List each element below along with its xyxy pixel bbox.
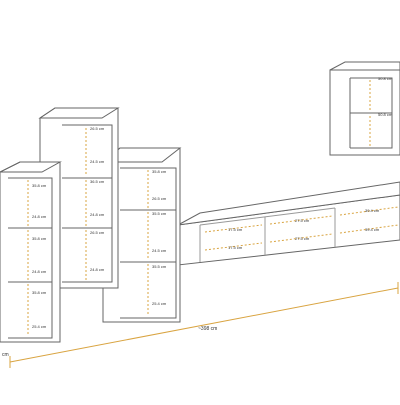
tall-two-label-5: 26.5 cm — [90, 230, 105, 235]
tv-unit-label-4: 17.5 cm — [228, 245, 243, 250]
tall-two-label-2: 24.5 cm — [90, 159, 105, 164]
tall-three-label-6: 25.4 cm — [152, 301, 167, 306]
left-tall-label-1: 35.8 cm — [32, 183, 47, 188]
tv-unit-label-1: 17.5 cm — [228, 227, 243, 232]
tall-two-label-1: 26.5 cm — [90, 126, 105, 131]
left-tall-cabinet — [0, 161, 62, 343]
overall-dimension-line — [9, 282, 399, 368]
tv-unit — [177, 181, 400, 266]
tv-unit-label-6: 39.4 cm — [365, 227, 380, 232]
left-edge-unit-label: cm — [2, 352, 9, 358]
tall-cabinet-three — [101, 147, 182, 323]
left-tall-label-6: 25.4 cm — [32, 324, 47, 329]
left-tall-label-5: 35.8 cm — [32, 290, 47, 295]
left-tall-label-2: 24.8 cm — [32, 214, 47, 219]
tv-unit-label-5: 27.5 cm — [295, 236, 310, 241]
tall-three-label-2: 26.5 cm — [152, 196, 167, 201]
left-tall-label-3: 35.8 cm — [32, 236, 47, 241]
wall-unit-label-1: 50.8 cm — [378, 76, 393, 81]
wall-unit — [329, 61, 400, 156]
tall-three-label-5: 35.5 cm — [152, 264, 167, 269]
left-tall-label-4: 24.8 cm — [32, 269, 47, 274]
wall-unit-label-2: 50.8 cm — [378, 112, 393, 117]
tall-two-label-6: 24.8 cm — [90, 267, 105, 272]
tall-three-label-1: 35.8 cm — [152, 169, 167, 174]
tall-three-label-3: 35.5 cm — [152, 211, 167, 216]
tall-two-label-3: 36.5 cm — [90, 179, 105, 184]
tv-unit-label-3: 39.4 cm — [365, 208, 380, 213]
tv-unit-label-2: 27.5 cm — [295, 218, 310, 223]
tall-two-label-4: 24.8 cm — [90, 212, 105, 217]
overall-width-label: ~398 cm — [198, 326, 217, 332]
tall-three-label-4: 24.5 cm — [152, 248, 167, 253]
